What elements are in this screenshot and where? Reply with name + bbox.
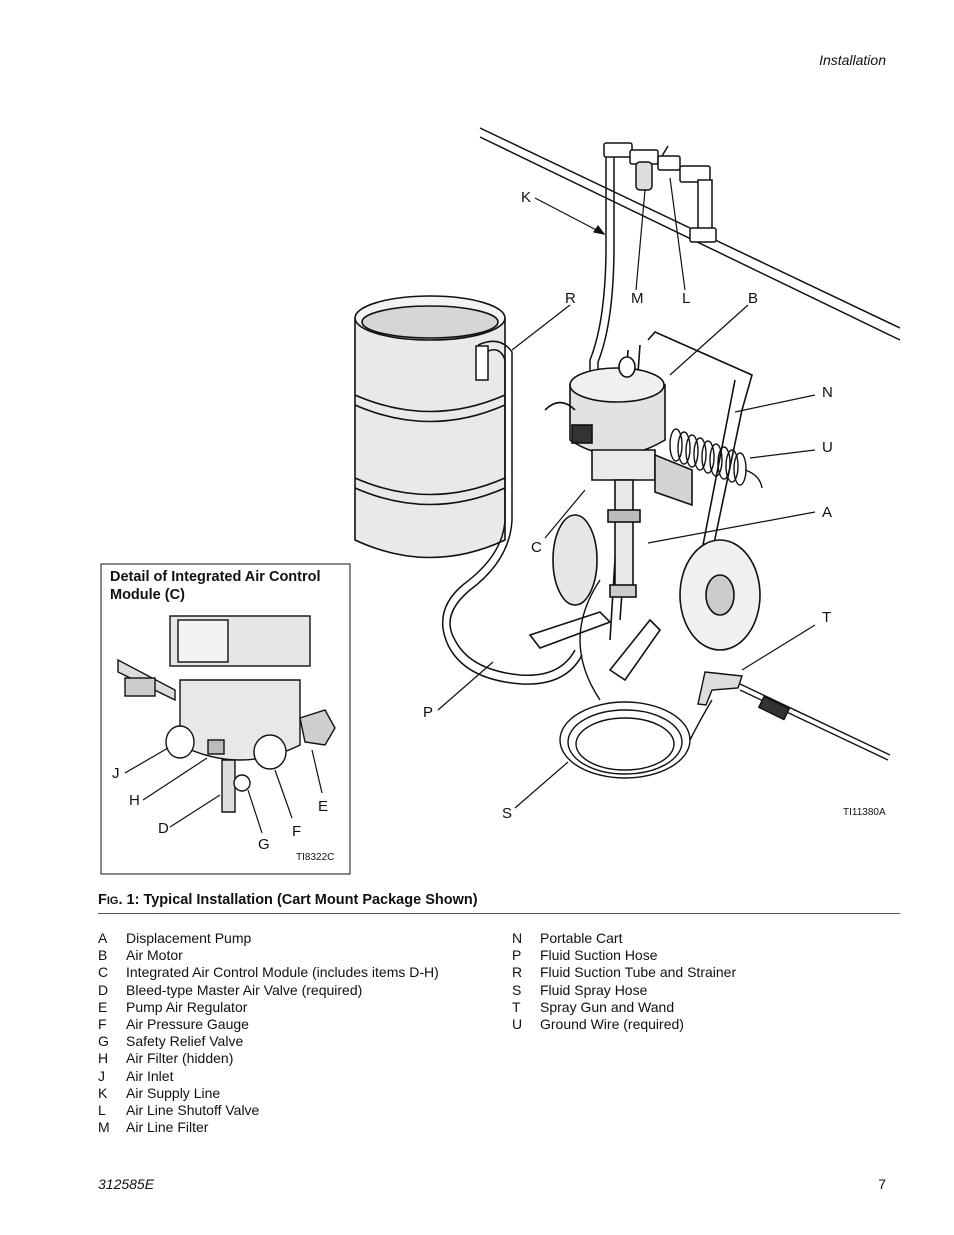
detail-ref-code: TI8322C <box>296 852 334 863</box>
legend-desc: Fluid Suction Hose <box>540 947 658 964</box>
legend-key: K <box>98 1084 108 1101</box>
callout-c: C <box>531 539 542 556</box>
legend-desc: Bleed-type Master Air Valve (required) <box>126 981 363 998</box>
legend-row: T Spray Gun and Wand <box>512 999 736 1016</box>
legend-key: H <box>98 1050 109 1067</box>
legend-key: U <box>512 1016 523 1033</box>
legend-key: S <box>512 981 522 998</box>
page-number: 7 <box>878 1176 886 1192</box>
legend-row: N Portable Cart <box>512 930 736 947</box>
legend-row: G Safety Relief Valve <box>98 1033 439 1050</box>
legend-left: A Displacement Pump B Air Motor C Integrate… <box>98 930 439 1136</box>
caption-text: . 1: Typical Installation (Cart Mount Pa… <box>118 892 478 908</box>
callout-r: R <box>565 290 576 307</box>
fluid-drum <box>354 295 506 559</box>
legend-row: P Fluid Suction Hose <box>512 947 736 964</box>
legend-key: R <box>512 964 523 981</box>
legend-row: J Air Inlet <box>98 1068 439 1085</box>
suction-hose <box>441 340 583 685</box>
doc-number: 312585E <box>98 1176 155 1192</box>
legend-right: N Portable Cart P Fluid Suction Hose R Flui… <box>512 930 736 1033</box>
callout-m: M <box>631 290 644 307</box>
legend-key: P <box>512 947 522 964</box>
legend-row: A Displacement Pump <box>98 930 439 947</box>
air-motor-pump <box>544 356 693 598</box>
detail-callout-h: H <box>129 792 140 809</box>
detail-leader-lines <box>124 747 323 834</box>
caption-prefix-small: IG <box>106 895 119 907</box>
figure-ref-code: TI11380A <box>843 807 886 818</box>
legend-row: B Air Motor <box>98 947 439 964</box>
callout-p: P <box>423 704 433 721</box>
legend-desc: Air Supply Line <box>126 1084 221 1101</box>
legend-desc: Integrated Air Control Module (includes … <box>126 964 439 981</box>
legend-row: D Bleed-type Master Air Valve (required) <box>98 982 439 999</box>
legend-key: D <box>98 981 109 998</box>
legend-desc: Safety Relief Valve <box>126 1033 244 1050</box>
legend-row: S Fluid Spray Hose <box>512 982 736 999</box>
legend-key: C <box>98 964 109 981</box>
legend-row: C Integrated Air Control Module (includes… <box>98 964 439 981</box>
legend-key: E <box>98 998 108 1015</box>
legend-desc: Air Filter (hidden) <box>126 1050 234 1067</box>
legend-row: R Fluid Suction Tube and Strainer <box>512 964 736 981</box>
caption-prefix-big: F <box>98 892 107 908</box>
detail-callout-j: J <box>112 765 120 782</box>
legend-key: B <box>98 947 108 964</box>
legend-key: L <box>98 1102 106 1119</box>
detail-callout-e: E <box>318 798 328 815</box>
legend-row: L Air Line Shutoff Valve <box>98 1102 439 1119</box>
legend-key: T <box>512 998 521 1015</box>
legend-desc: Air Motor <box>126 947 183 964</box>
legend-key: F <box>98 1016 107 1033</box>
legend-desc: Air Inlet <box>126 1067 174 1084</box>
ground-wire-coil <box>669 428 763 489</box>
callout-a: A <box>822 504 832 521</box>
legend-key: M <box>98 1119 110 1136</box>
legend-row: U Ground Wire (required) <box>512 1016 736 1033</box>
page-header-section: Installation <box>819 52 886 68</box>
detail-title: Detail of Integrated Air Control Module … <box>110 569 321 603</box>
legend-desc: Spray Gun and Wand <box>540 998 675 1015</box>
legend-desc: Displacement Pump <box>126 930 252 946</box>
callout-n: N <box>822 384 833 401</box>
detail-callout-f: F <box>292 823 301 840</box>
legend-row: E Pump Air Regulator <box>98 999 439 1016</box>
legend-key: N <box>512 930 523 946</box>
callout-u: U <box>822 439 833 456</box>
legend-desc: Air Line Shutoff Valve <box>126 1102 260 1119</box>
legend-key: J <box>98 1067 105 1084</box>
legend-desc: Pump Air Regulator <box>126 998 248 1015</box>
callout-l: L <box>682 290 690 307</box>
legend-desc: Air Line Filter <box>126 1119 209 1136</box>
legend-row: M Air Line Filter <box>98 1119 439 1136</box>
callout-b: B <box>748 290 758 307</box>
figure-caption: FIG. 1: Typical Installation (Cart Mount… <box>98 892 478 908</box>
legend-desc: Portable Cart <box>540 930 623 946</box>
air-drop-assembly <box>589 142 717 400</box>
spray-hose-and-gun <box>559 579 891 779</box>
legend-row: H Air Filter (hidden) <box>98 1050 439 1067</box>
legend-row: K Air Supply Line <box>98 1085 439 1102</box>
legend-desc: Air Pressure Gauge <box>126 1016 249 1033</box>
callout-k: K <box>521 189 531 206</box>
callout-t: T <box>822 609 831 626</box>
legend-desc: Ground Wire (required) <box>540 1016 684 1033</box>
detail-module-drawing <box>117 615 336 813</box>
detail-callout-g: G <box>258 836 270 853</box>
legend-key: G <box>98 1033 109 1050</box>
legend-desc: Fluid Spray Hose <box>540 981 648 998</box>
legend-key: A <box>98 930 108 946</box>
callout-s: S <box>502 805 512 822</box>
legend-row: F Air Pressure Gauge <box>98 1016 439 1033</box>
caption-rule <box>98 913 900 914</box>
legend-desc: Fluid Suction Tube and Strainer <box>540 964 737 981</box>
detail-callout-d: D <box>158 820 169 837</box>
leader-lines <box>437 177 816 809</box>
